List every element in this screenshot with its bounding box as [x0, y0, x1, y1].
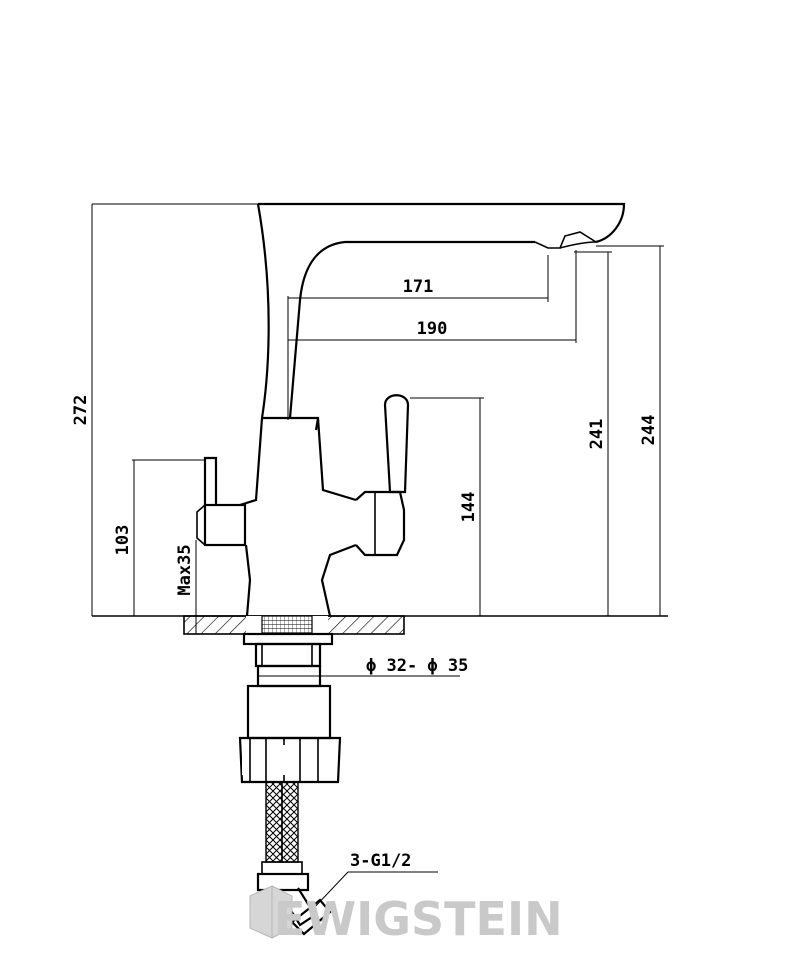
dim-max35-label: Max35: [175, 544, 195, 595]
countertop: [92, 615, 668, 635]
mounting-assembly: [238, 632, 342, 784]
dim-hole-diameter-label: ϕ 32- ϕ 35: [366, 656, 468, 676]
dim-144-label: 144: [459, 492, 479, 523]
dim-272-label: 272: [71, 395, 91, 426]
brand-watermark: EWIGSTEIN: [249, 885, 563, 946]
dim-connection-label: 3-G1/2: [350, 851, 411, 871]
dim-103-label: 103: [113, 525, 133, 556]
dim-244-label: 244: [639, 415, 659, 446]
dim-171-label: 171: [403, 277, 434, 297]
faucet-body: [196, 202, 626, 617]
brand-watermark-text: EWIGSTEIN: [274, 892, 563, 946]
braided-hoses: [256, 781, 332, 936]
dimension-lines: [91, 203, 664, 911]
dim-241-label: 241: [587, 419, 607, 450]
brand-logo-icon: [249, 885, 293, 939]
dim-190-label: 190: [417, 319, 448, 339]
